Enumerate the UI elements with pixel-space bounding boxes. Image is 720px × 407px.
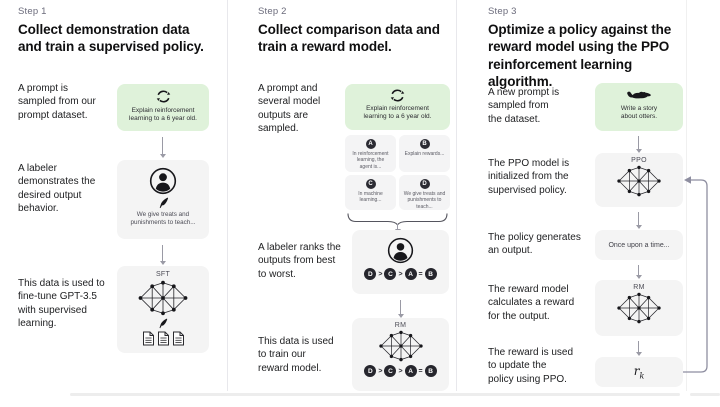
neural-net-icon [137, 280, 189, 316]
step1-heading: Collect demonstration data and train a s… [18, 22, 204, 55]
rank-letter-badge: D [364, 365, 377, 377]
card-bottom-shadow [70, 393, 680, 396]
prompt-text: Explain reinforcement learning to a 6 ye… [129, 107, 197, 123]
policy-output-text: Once upon a time... [608, 241, 670, 249]
ppo-model-label: PPO [631, 157, 647, 164]
cycle-icon [390, 88, 405, 103]
column-divider [227, 0, 228, 391]
step1-sft-box: SFT [117, 266, 209, 353]
output-card-c: C In machine learning... [345, 175, 396, 210]
column-divider [686, 0, 687, 391]
arrow-down-icon [635, 136, 642, 153]
arrow-down-icon [159, 137, 166, 158]
prompt-text: Write a story about otters. [620, 105, 658, 121]
output-card-a: A In reinforcement learning, the agent i… [345, 135, 396, 172]
rank-separator: = [418, 270, 423, 278]
step3-ppo-box: PPO [595, 153, 683, 207]
step2-caption-sampled: A prompt and several model outputs are s… [258, 83, 321, 135]
rank-letter-badge: B [424, 268, 437, 280]
output-letter-badge: D [419, 179, 430, 189]
step1-prompt-box: Explain reinforcement learning to a 6 ye… [117, 84, 209, 131]
output-letter-badge: C [365, 179, 376, 189]
step2-heading: Collect comparison data and train a rewa… [258, 22, 440, 55]
step3-heading: Optimize a policy against the reward mod… [488, 22, 672, 89]
rank-letter-badge: C [384, 365, 397, 377]
step2-caption-train: This data is used to train our reward mo… [258, 336, 334, 374]
step3-caption-generates: The policy generates an output. [488, 232, 581, 257]
step1-label: Step 1 [18, 6, 47, 17]
step3-caption-reward-calc: The reward model calculates a reward for… [488, 284, 575, 322]
arrow-down-icon [635, 212, 642, 229]
person-icon [387, 237, 414, 264]
neural-net-icon [378, 330, 424, 362]
output-card-text: In reinforcement learning, the agent is.… [352, 151, 389, 170]
step3-caption-ppo-init: The PPO model is initialized from the su… [488, 158, 570, 196]
rank-letter-badge: C [384, 268, 397, 280]
card-bottom-shadow [690, 393, 720, 396]
rank-separator: > [378, 270, 383, 278]
output-letter-badge: A [365, 139, 376, 149]
step3-prompt-box: Write a story about otters. [595, 83, 683, 131]
step2-label: Step 2 [258, 6, 287, 17]
otter-icon [626, 89, 652, 102]
rank-separator: > [398, 367, 403, 375]
rank-separator: = [418, 367, 423, 375]
step2-prompt-box: Explain reinforcement learning to a 6 ye… [345, 84, 450, 130]
neural-net-icon [616, 165, 662, 197]
step3-caption-update: The reward is used to update the policy … [488, 347, 574, 385]
sft-model-label: SFT [155, 271, 171, 278]
documents-icon [142, 331, 185, 346]
ranking-row: D > C > A = B [364, 268, 437, 280]
output-card-text: We give treats and punishments to teach.… [403, 191, 446, 210]
arrow-down-icon [635, 265, 642, 279]
step1-labeler-box: We give treats and punishments to teach.… [117, 160, 209, 239]
step2-caption-ranks: A labeler ranks the outputs from best to… [258, 242, 341, 280]
column-divider [456, 0, 457, 391]
arrow-down-icon [159, 245, 166, 265]
neural-net-icon [616, 292, 662, 324]
output-card-text: In machine learning... [358, 191, 383, 204]
arrow-down-icon [397, 300, 404, 318]
step3-reward-box: rk [595, 357, 683, 387]
person-icon [149, 167, 177, 195]
rank-letter-badge: B [424, 365, 437, 377]
step3-output-box: Once upon a time... [595, 230, 683, 260]
rank-letter-badge: A [404, 365, 417, 377]
quill-icon [158, 318, 168, 329]
arrow-down-icon [635, 341, 642, 356]
step1-caption-finetune: This data is used to fine-tune GPT-3.5 w… [18, 278, 105, 330]
cycle-icon [156, 89, 171, 104]
rm-model-label: RM [633, 284, 645, 291]
quill-icon [158, 197, 169, 209]
step3-caption-new-prompt: A new prompt is sampled from the dataset… [488, 87, 560, 125]
arrow-down-icon [394, 224, 401, 233]
feedback-loop-arrow-icon [683, 170, 711, 378]
step3-label: Step 3 [488, 6, 517, 17]
output-letter-badge: B [419, 139, 430, 149]
prompt-text: Explain reinforcement learning to a 6 ye… [363, 105, 432, 121]
output-card-b: B Explain rewards... [399, 135, 450, 172]
reward-value: rk [633, 363, 645, 381]
rank-separator: > [398, 270, 403, 278]
step1-caption-labeler: A labeler demonstrates the desired outpu… [18, 163, 96, 215]
rm-model-label: RM [394, 322, 407, 329]
step3-rm-box: RM [595, 280, 683, 336]
labeler-demo-text: We give treats and punishments to teach.… [130, 211, 196, 227]
step2-labeler-box: D > C > A = B [352, 230, 449, 294]
rank-letter-badge: A [404, 268, 417, 280]
output-card-text: Explain rewards... [404, 151, 445, 157]
ranking-row: D > C > A = B [364, 365, 437, 377]
step1-caption-prompt: A prompt is sampled from our prompt data… [18, 83, 96, 121]
step2-rm-box: RM D > [352, 318, 449, 391]
rank-letter-badge: D [364, 268, 377, 280]
rank-separator: > [378, 367, 383, 375]
output-card-d: D We give treats and punishments to teac… [399, 175, 450, 210]
